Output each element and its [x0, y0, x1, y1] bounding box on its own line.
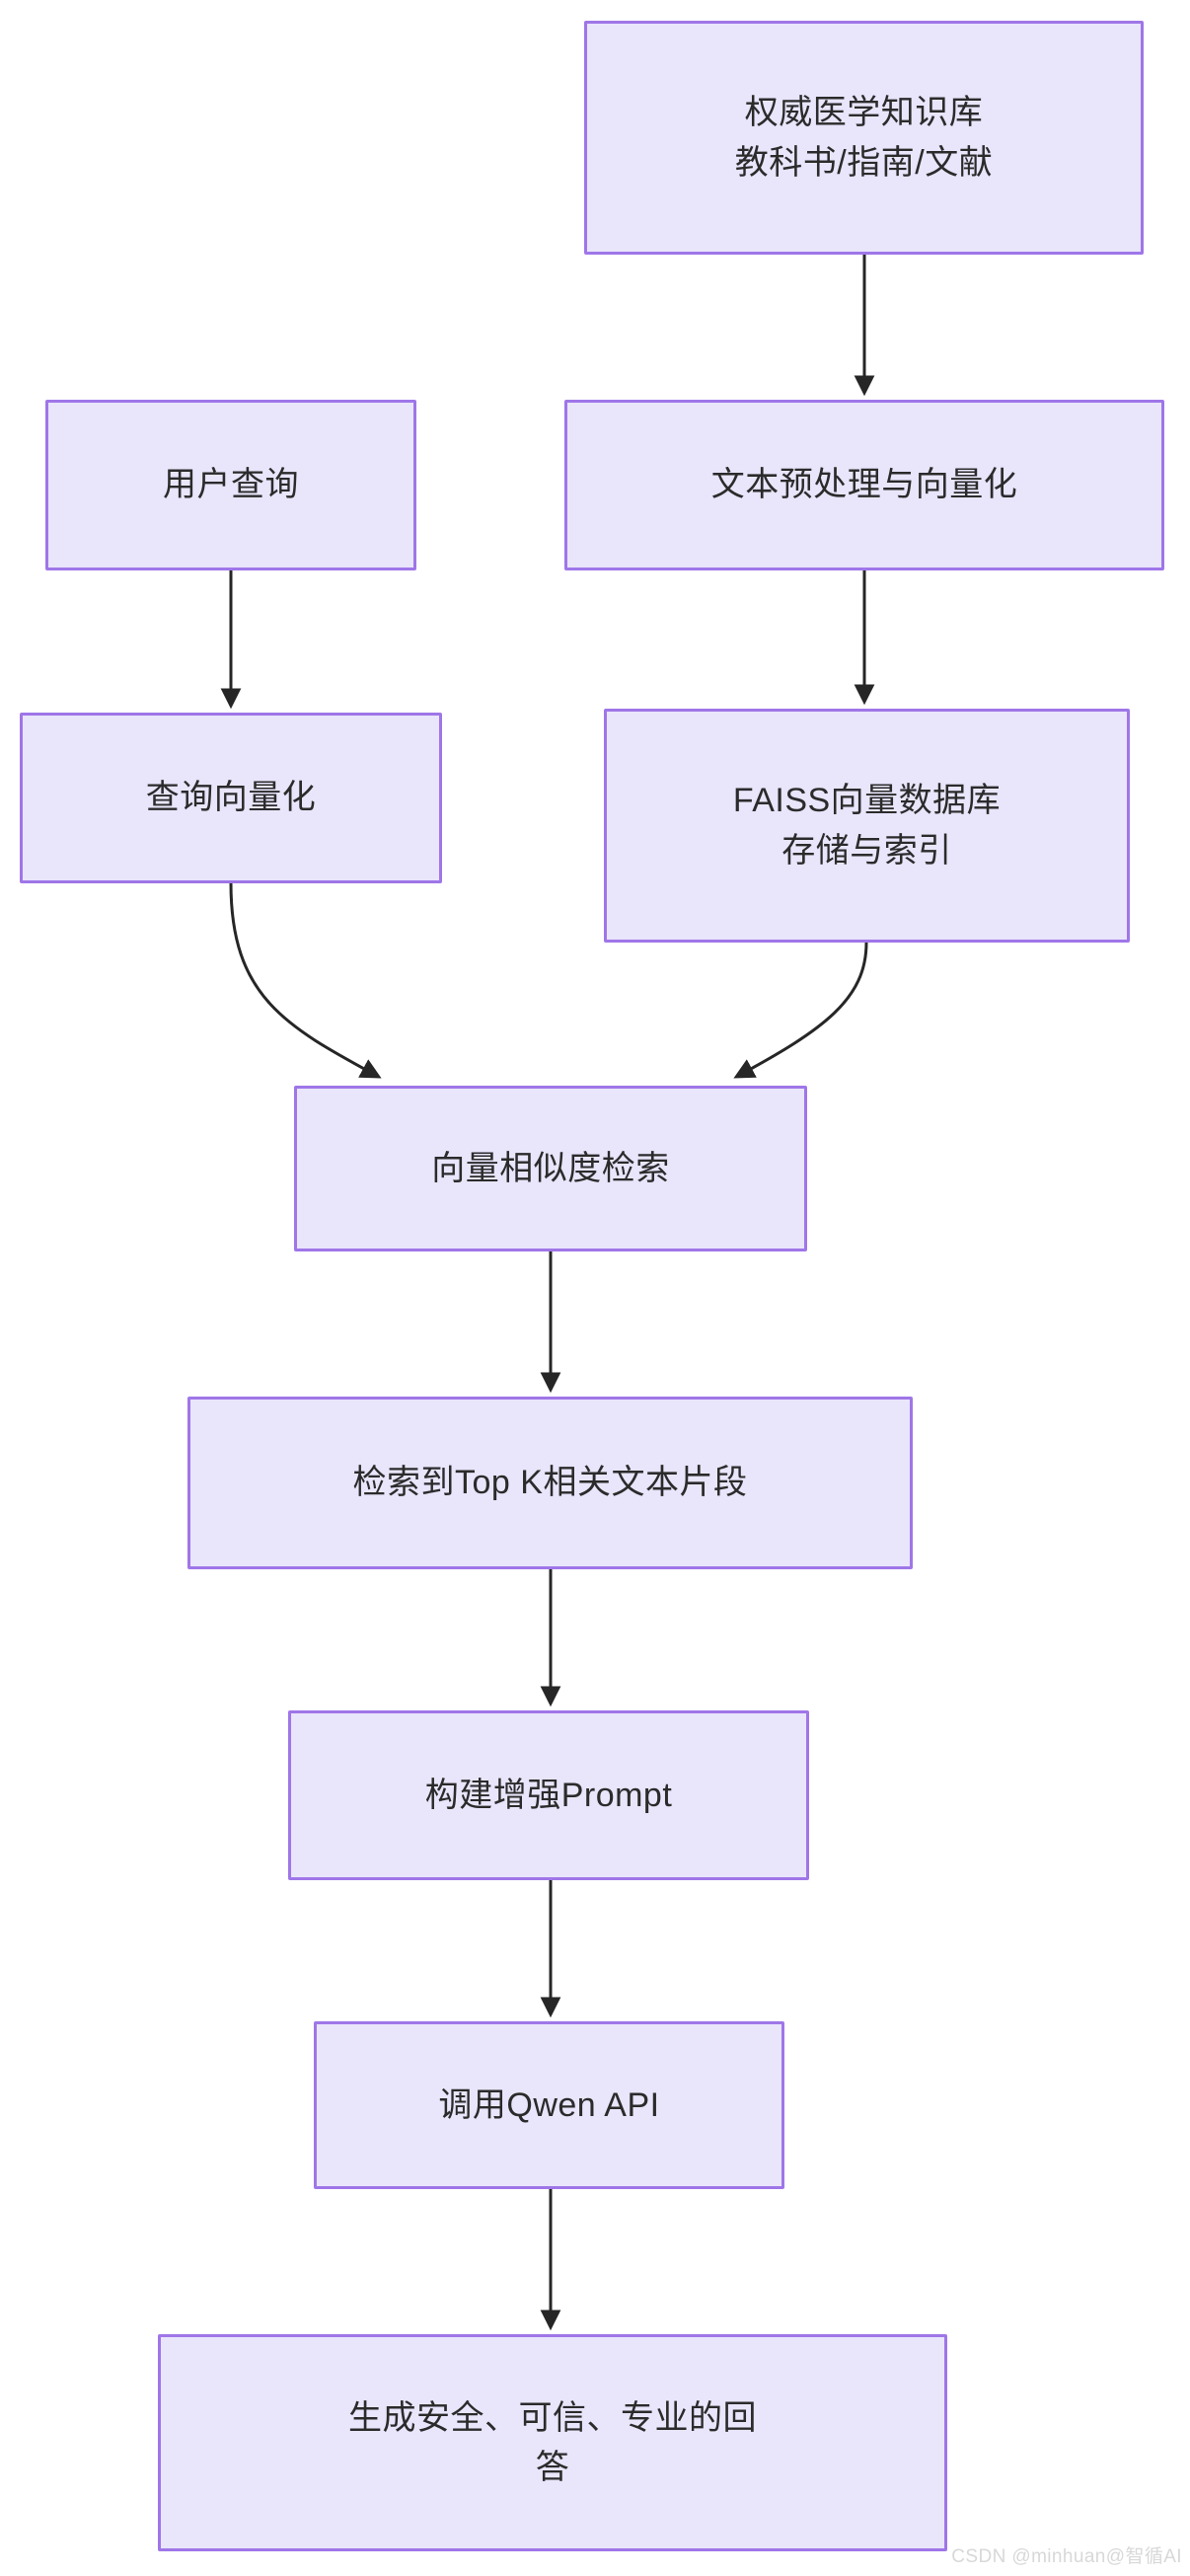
node-label: 生成安全、可信、专业的回答 [348, 2398, 757, 2486]
node-label: 检索到Top K相关文本片段 [352, 1464, 748, 1502]
node-vector-similarity-search[interactable]: 向量相似度检索 [294, 1086, 807, 1251]
node-label: 构建增强Prompt [424, 1776, 673, 1814]
node-generate-answer[interactable]: 生成安全、可信、专业的回答 [158, 2334, 947, 2551]
watermark: CSDN @minhuan@智循AI [951, 2546, 1182, 2567]
node-build-augmented-prompt[interactable]: 构建增强Prompt [288, 1710, 809, 1880]
node-label: FAISS向量数据库存储与索引 [732, 782, 1002, 870]
edge-faiss-to-similarity [733, 942, 868, 1079]
node-faiss-vector-db[interactable]: FAISS向量数据库存储与索引 [604, 709, 1130, 943]
node-label: 文本预处理与向量化 [710, 466, 1018, 504]
node-label: 用户查询 [163, 466, 299, 504]
node-label: 权威医学知识库教科书/指南/文献 [734, 94, 994, 182]
node-topk-text-segments[interactable]: 检索到Top K相关文本片段 [187, 1397, 913, 1569]
node-call-qwen-api[interactable]: 调用Qwen API [314, 2021, 784, 2189]
node-label: 向量相似度检索 [431, 1149, 670, 1187]
node-label: 调用Qwen API [438, 2085, 660, 2124]
node-query-vectorize[interactable]: 查询向量化 [20, 713, 442, 883]
node-text-preprocess-vectorize[interactable]: 文本预处理与向量化 [564, 400, 1164, 570]
node-knowledge-base[interactable]: 权威医学知识库教科书/指南/文献 [584, 21, 1144, 255]
edge-qvector-to-similarity [229, 882, 382, 1079]
node-user-query[interactable]: 用户查询 [45, 400, 416, 570]
node-label: 查询向量化 [145, 779, 317, 817]
